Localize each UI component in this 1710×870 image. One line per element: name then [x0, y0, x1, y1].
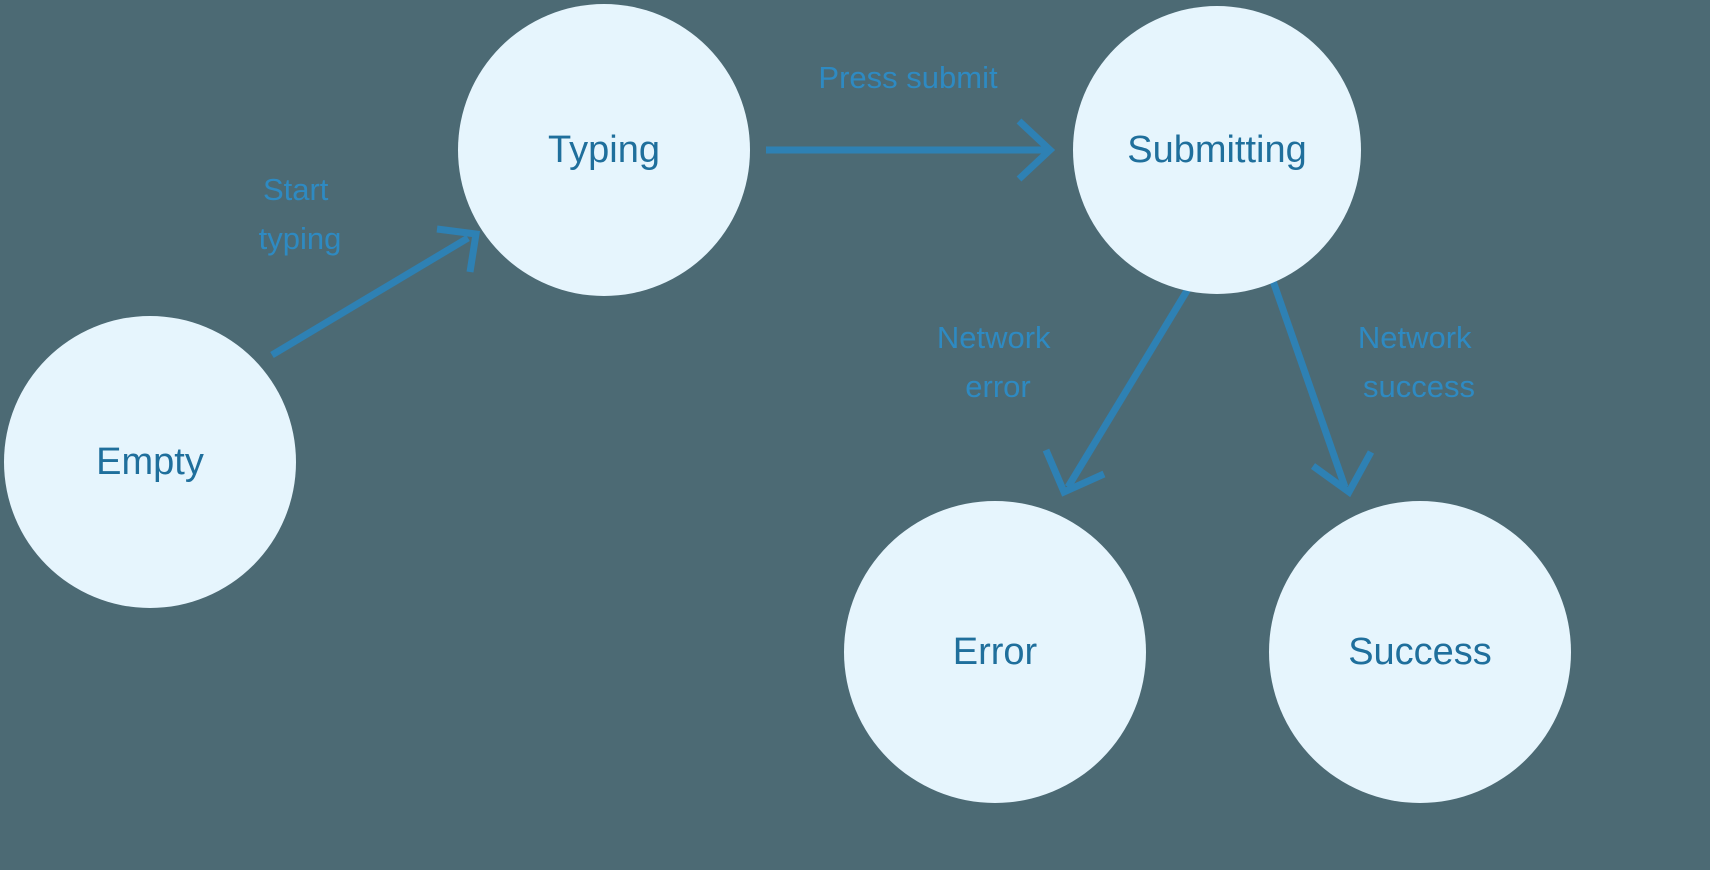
node-empty-circle [4, 316, 296, 608]
node-typing-label: Typing [548, 129, 660, 171]
node-empty[interactable]: Empty [4, 316, 296, 608]
edge-label-network-error-line-2: error [965, 369, 1030, 404]
node-empty-label: Empty [96, 441, 204, 483]
node-error-label: Error [953, 631, 1038, 673]
edge-label-press-submit-line-1: Press submit [818, 60, 998, 95]
node-submitting-circle [1073, 6, 1361, 294]
edge-submitting-to-success-line [1269, 279, 1349, 489]
edge-label-start-typing-line-2: typing [259, 221, 342, 256]
edge-label-press-submit: Press submit [818, 60, 998, 95]
node-error[interactable]: Error [844, 501, 1146, 803]
edge-label-network-success-line-1: Network [1358, 320, 1472, 355]
node-success-label: Success [1348, 631, 1492, 673]
node-submitting[interactable]: Submitting [1073, 6, 1361, 294]
edge-label-start-typing-line-1: Start [263, 172, 329, 207]
node-error-circle [844, 501, 1146, 803]
edge-empty-to-typing-line [270, 234, 470, 359]
edge-label-network-error-line-1: Network [937, 320, 1051, 355]
node-typing[interactable]: Typing [458, 4, 750, 296]
edge-submitting-to-error-line [1065, 287, 1191, 489]
node-typing-circle [458, 4, 750, 296]
edge-typing-to-submitting-arrowhead [1016, 118, 1056, 182]
edge-empty-to-typing[interactable] [270, 225, 481, 359]
edge-submitting-to-success[interactable] [1269, 279, 1375, 498]
node-submitting-label: Submitting [1127, 129, 1307, 171]
edge-label-network-success: Network success [1358, 320, 1480, 404]
edge-submitting-to-error-arrowhead [1042, 448, 1106, 497]
edge-label-start-typing: Start typing [259, 172, 342, 256]
edge-submitting-to-success-arrowhead [1310, 450, 1375, 498]
edge-label-network-success-line-2: success [1363, 369, 1475, 404]
node-success-circle [1269, 501, 1571, 803]
node-success[interactable]: Success [1269, 501, 1571, 803]
edge-typing-to-submitting[interactable] [766, 118, 1056, 182]
edge-empty-to-typing-arrowhead [436, 225, 481, 273]
edge-label-network-error: Network error [937, 320, 1059, 404]
edge-submitting-to-error[interactable] [1042, 287, 1191, 497]
